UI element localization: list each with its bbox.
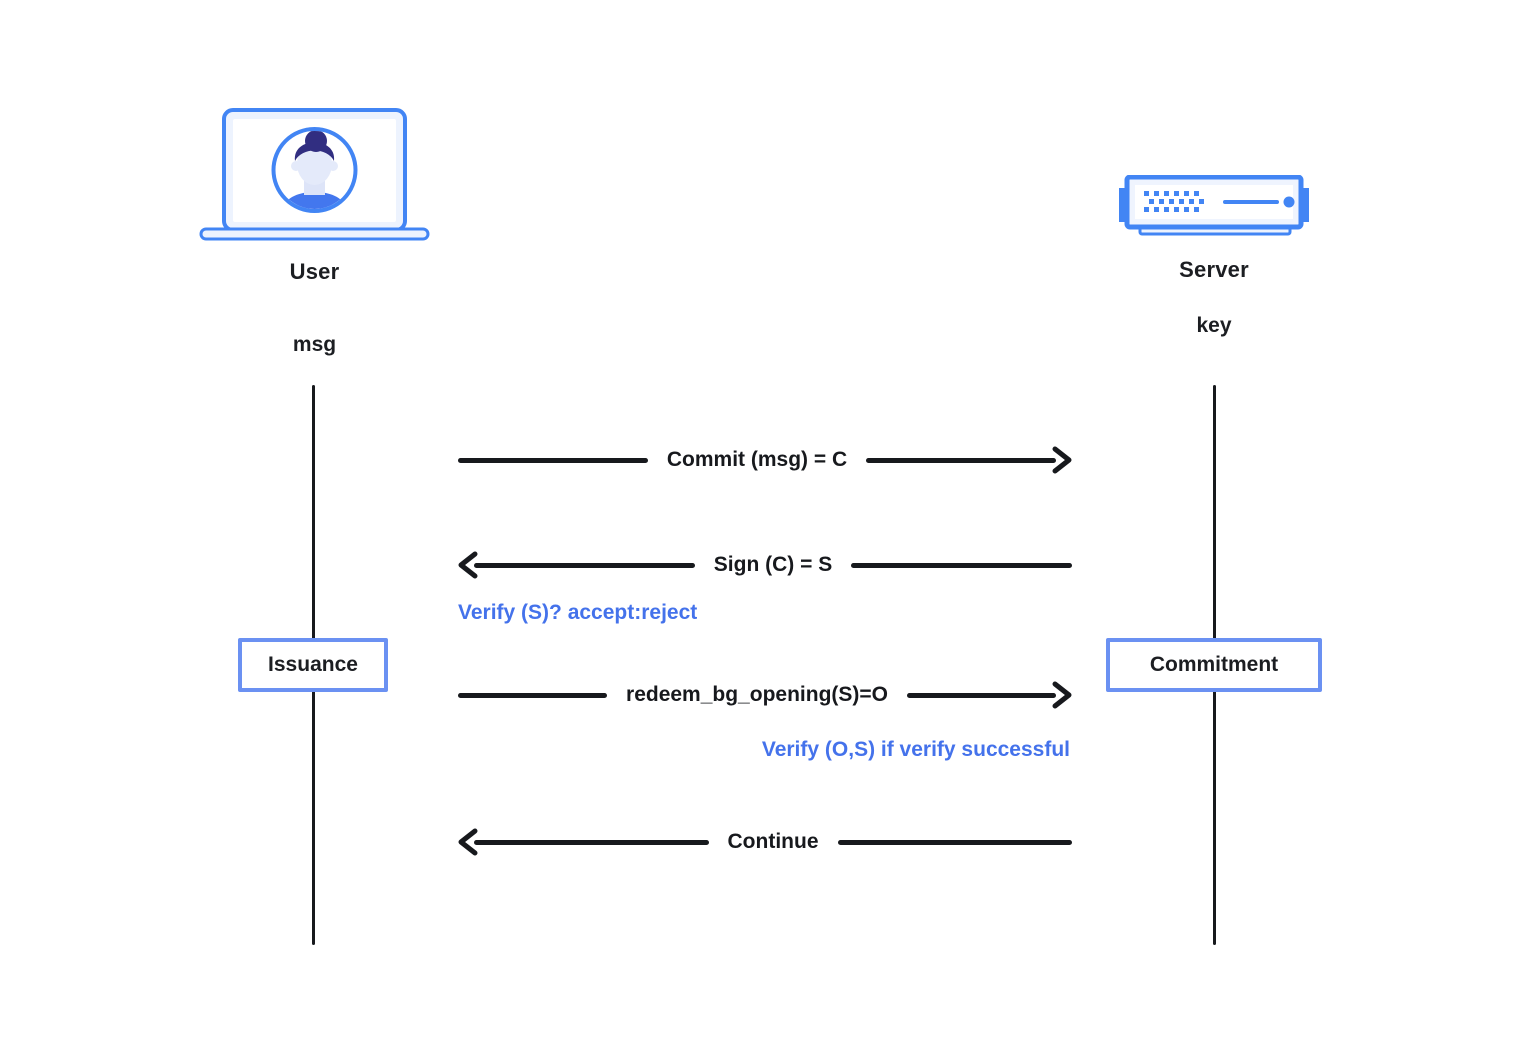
arrowhead-right-icon — [1052, 446, 1072, 474]
note-verify-opening: Verify (O,S) if verify successful — [761, 738, 1070, 761]
arrowhead-right-icon — [1052, 681, 1072, 709]
arrow-line — [458, 692, 608, 698]
arrow-line — [474, 562, 695, 568]
arrow-line — [866, 457, 1057, 463]
phase-box-commitment: Commitment — [1106, 638, 1322, 692]
phase-label: Commitment — [1149, 653, 1279, 676]
message-label: Continue — [727, 830, 819, 853]
message-arrow-continue: Continue — [458, 822, 1073, 862]
user-label: User — [289, 259, 340, 284]
user-actor — [199, 107, 430, 241]
message-label: redeem_bg_opening(S)=O — [626, 683, 888, 706]
phase-box-issuance: Issuance — [238, 638, 388, 692]
arrow-line — [837, 839, 1073, 845]
arrow-line — [851, 562, 1072, 568]
server-icon — [1119, 174, 1309, 236]
server-attribute-label: key — [1196, 314, 1232, 337]
server-label: Server — [1179, 257, 1249, 282]
message-arrow-redeem: redeem_bg_opening(S)=O — [458, 675, 1072, 715]
phase-label: Issuance — [268, 653, 358, 676]
message-arrow-sign: Sign (C) = S — [458, 545, 1072, 585]
laptop-user-icon — [199, 108, 430, 241]
arrowhead-left-icon — [458, 828, 478, 856]
arrow-line — [458, 457, 648, 463]
arrowhead-left-icon — [458, 551, 478, 579]
arrow-line — [474, 839, 709, 845]
server-dots — [1144, 191, 1204, 212]
note-verify-signature: Verify (S)? accept:reject — [458, 601, 698, 624]
message-arrow-commit: Commit (msg) = C — [458, 440, 1072, 480]
server-actor — [1119, 174, 1309, 240]
arrow-line — [906, 692, 1056, 698]
message-label: Commit (msg) = C — [666, 448, 848, 471]
message-label: Sign (C) = S — [713, 553, 833, 576]
user-attribute-label: msg — [292, 333, 337, 356]
